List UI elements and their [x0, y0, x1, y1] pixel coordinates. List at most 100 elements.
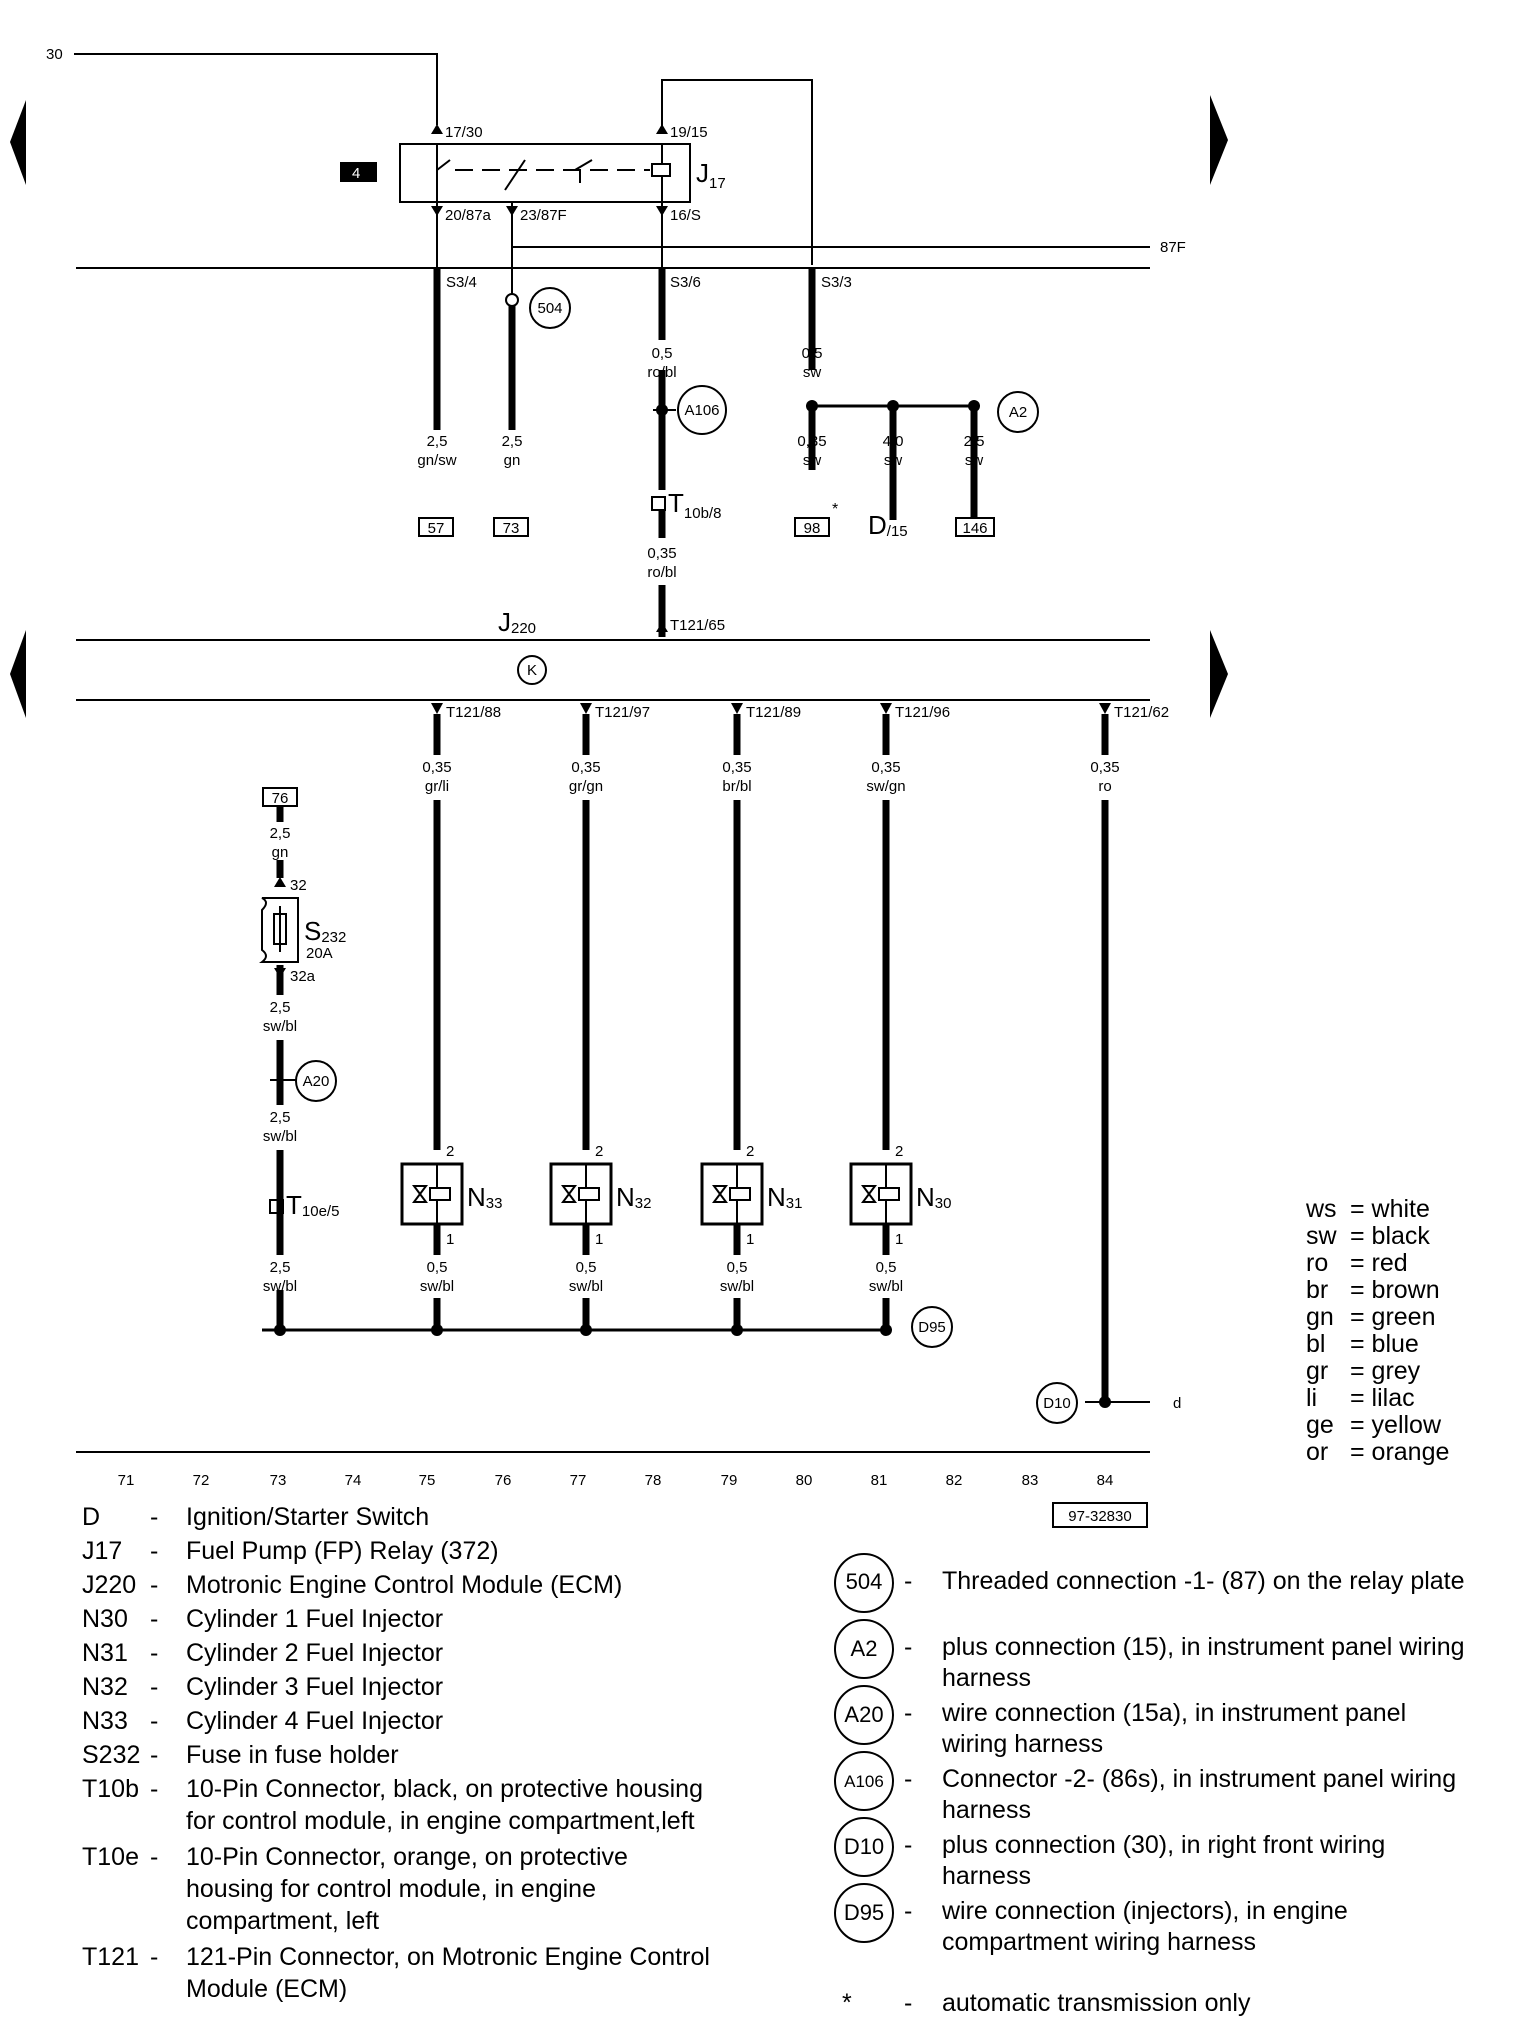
wire-label-color: ro [1098, 778, 1111, 795]
connection-a2-text: A2 [1009, 404, 1027, 421]
ecm-pin-label: T121/62 [1114, 704, 1169, 721]
legend-circle-a2-text: A2 [851, 1636, 878, 1661]
injector-pin-bottom: 1 [895, 1231, 903, 1248]
connector-t10b-icon [651, 496, 666, 511]
wire-label-color: ro/bl [647, 364, 676, 381]
wire-label-size: 4,0 [883, 433, 904, 450]
track-number: 71 [118, 1472, 135, 1489]
connection-a106-text: A106 [684, 402, 719, 419]
injector-lower-wires [433, 1224, 890, 1330]
page-forward-arrow-top[interactable] [1210, 95, 1228, 185]
injector-n32-label: N32 [616, 1182, 651, 1212]
ecm-k-text: K [527, 662, 537, 679]
wire-label-size: 0,35 [797, 433, 826, 450]
track-number: 81 [871, 1472, 888, 1489]
injector-pin-bottom: 1 [595, 1231, 603, 1248]
ref-76-text: 76 [272, 790, 289, 807]
page-forward-arrow-mid[interactable] [1210, 630, 1228, 718]
wire-label-size: 0,5 [576, 1259, 597, 1276]
ecm-output-wires [433, 714, 1109, 1402]
injector-pin-bottom: 1 [746, 1231, 754, 1248]
relay-pin-17-30: 17/30 [445, 124, 483, 141]
ref-146-text: 146 [962, 520, 987, 537]
injector-n33-label: N33 [467, 1182, 502, 1212]
junction-a2-3 [968, 400, 980, 412]
injector-pin-top: 2 [446, 1143, 454, 1160]
wire-label-size: 0,5 [427, 1259, 448, 1276]
fuse-s232-holder [259, 897, 299, 963]
wire-87F-label: 87F [1160, 239, 1186, 256]
track-number: 73 [270, 1472, 287, 1489]
doc-code-text: 97-32830 [1068, 1508, 1131, 1525]
wire-label-color: sw/bl [720, 1278, 754, 1295]
ref-box-57 [418, 517, 454, 537]
track-number: 74 [345, 1472, 362, 1489]
wire-label-size: 0,35 [647, 545, 676, 562]
track-number: 77 [570, 1472, 587, 1489]
track-number: 80 [796, 1472, 813, 1489]
connection-504-text: 504 [537, 300, 562, 317]
wire-label-size: 2,5 [270, 825, 291, 842]
ecm-pin-top: T121/65 [670, 617, 725, 634]
fuse-point-s3-4: S3/4 [446, 274, 477, 291]
wire-label-color: sw [965, 452, 984, 469]
legend-circle-d10 [834, 1817, 894, 1877]
asterisk-note-mark: * [832, 501, 838, 518]
injector-n32 [549, 1162, 613, 1226]
connection-504-circle [529, 287, 571, 329]
wire-label-color: sw/bl [569, 1278, 603, 1295]
page-back-arrow-mid[interactable] [10, 630, 26, 718]
legend-circle-504 [834, 1553, 894, 1613]
legend-circle-504-text: 504 [846, 1569, 883, 1594]
wire-label-color: sw/bl [420, 1278, 454, 1295]
injector-n31 [700, 1162, 764, 1226]
wire-label-color: sw/bl [869, 1278, 903, 1295]
fuse-s232-label: S232 [304, 916, 346, 946]
wire-label-size: 0,5 [876, 1259, 897, 1276]
ground-bus-junctions [274, 1324, 892, 1336]
legend-circle-a2 [834, 1619, 894, 1679]
ecm-pin-arrows [431, 703, 1111, 714]
wire-label-color: ro/bl [647, 564, 676, 581]
legend-circle-a20 [834, 1685, 894, 1745]
wire-label-size: 2,5 [964, 433, 985, 450]
injector-pin-bottom: 1 [446, 1231, 454, 1248]
injector-n30-label: N30 [916, 1182, 951, 1212]
doc-code-box [1052, 1502, 1148, 1528]
page-back-arrow-top[interactable] [10, 100, 26, 185]
legend-circle-d95-text: D95 [844, 1900, 884, 1925]
track-number: 84 [1097, 1472, 1114, 1489]
track-number: 82 [946, 1472, 963, 1489]
ecm-pin-label: T121/88 [446, 704, 501, 721]
connector-t10e-icon [269, 1199, 284, 1214]
track-number: 75 [419, 1472, 436, 1489]
wire-label-size: 0,35 [871, 759, 900, 776]
wire-label-color: gn [504, 452, 521, 469]
wire-label-size: 0,5 [802, 345, 823, 362]
wire-label-color: sw/gn [866, 778, 905, 795]
wire-label-color: gr/li [425, 778, 449, 795]
connection-d95-text: D95 [918, 1319, 946, 1336]
wire-label-size: 0,35 [422, 759, 451, 776]
wire-label-color: sw [803, 364, 822, 381]
junction-d10 [1099, 1396, 1111, 1408]
ecm-j220-label: J220 [498, 607, 536, 637]
ref-98-text: 98 [804, 520, 821, 537]
connection-a20-circle [295, 1060, 337, 1102]
relay-badge [340, 162, 377, 182]
wire-label-color: sw/bl [263, 1018, 297, 1035]
relay-pin-19-15: 19/15 [670, 124, 708, 141]
connector-t10e-label: T10e/5 [286, 1190, 339, 1220]
connector-t10b-label: T10b/8 [668, 488, 721, 522]
relay-pin-23-87F: 23/87F [520, 207, 567, 224]
connection-a2-circle [997, 391, 1039, 433]
connection-a20-text: A20 [303, 1073, 330, 1090]
junction-a2-2 [887, 400, 899, 412]
fuse-point-s3-6: S3/6 [670, 274, 701, 291]
fuse-pin-arrow-bottom [274, 968, 286, 978]
wire-label-size: 2,5 [270, 1109, 291, 1126]
legend-circle-a106-text: A106 [844, 1772, 884, 1791]
wire-label-color: sw/bl [263, 1278, 297, 1295]
legend-circle-d10-text: D10 [844, 1834, 884, 1859]
junction-a106 [656, 404, 668, 416]
